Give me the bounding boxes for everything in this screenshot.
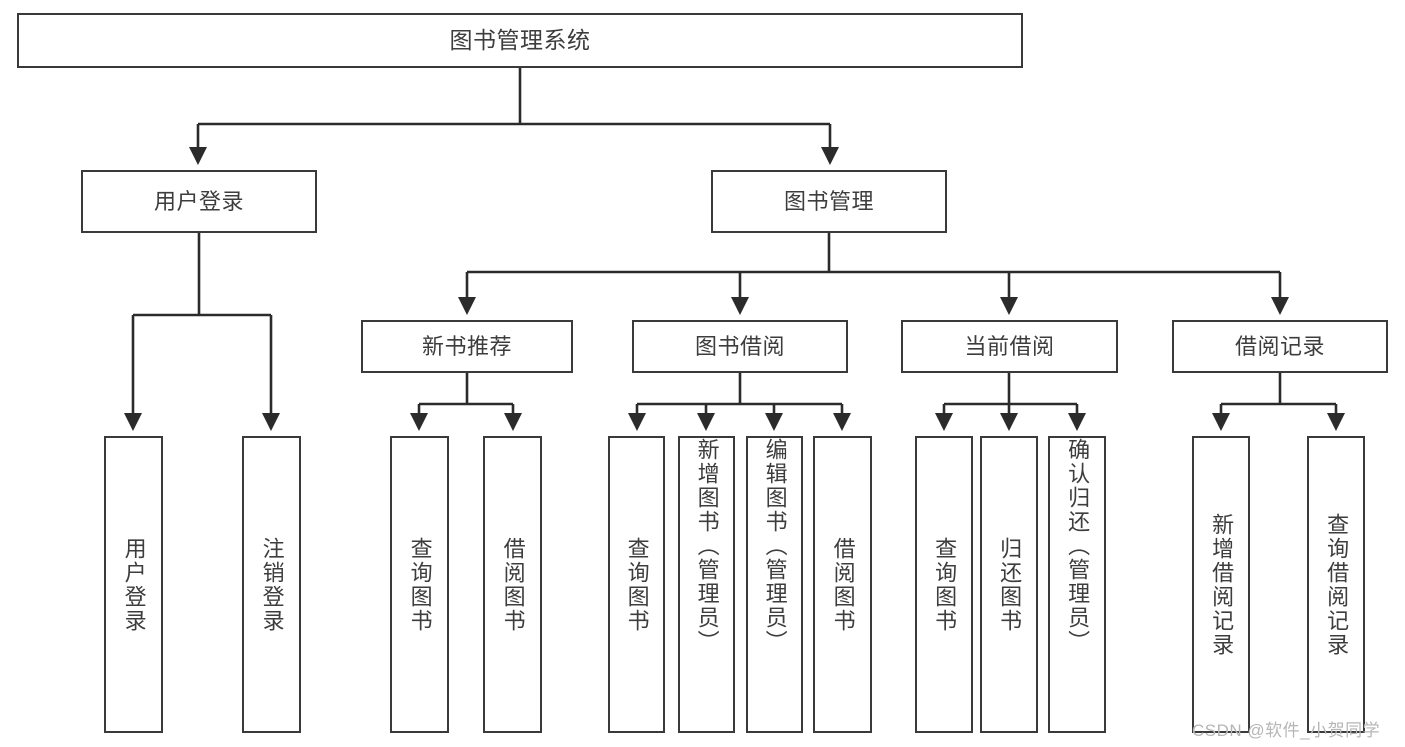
leaf-logout[interactable]: 注销登录 <box>242 436 301 733</box>
node-borrow-record[interactable]: 借阅记录 <box>1172 320 1388 373</box>
node-label: 查询图书 <box>932 536 958 633</box>
node-label: 借阅图书 <box>500 536 526 633</box>
node-label: 图书管理系统 <box>449 26 591 53</box>
leaf-user-login[interactable]: 用户登录 <box>104 436 163 733</box>
leaf-add-borrow-record[interactable]: 新增借阅记录 <box>1192 436 1250 733</box>
node-label: 借阅记录 <box>1234 333 1325 359</box>
node-label: 归还图书 <box>997 536 1023 633</box>
node-label: 图书借阅 <box>694 333 785 359</box>
leaf-borrow-book[interactable]: 借阅图书 <box>813 436 872 733</box>
leaf-add-book-admin[interactable]: 新增图书（管理员） <box>678 436 735 733</box>
node-label: 当前借阅 <box>964 333 1055 359</box>
node-book-borrow[interactable]: 图书借阅 <box>632 320 848 373</box>
node-label: 借阅图书 <box>830 536 856 633</box>
node-label: 新增借阅记录 <box>1209 512 1235 657</box>
node-label: 确认归还（管理员） <box>1065 438 1091 654</box>
node-label: 注销登录 <box>259 536 285 633</box>
node-label: 查询图书 <box>624 536 650 633</box>
node-user-login[interactable]: 用户登录 <box>81 170 317 233</box>
node-current-borrow[interactable]: 当前借阅 <box>901 320 1118 373</box>
node-new-book-recommend[interactable]: 新书推荐 <box>361 320 573 373</box>
node-label: 查询借阅记录 <box>1324 512 1350 657</box>
node-root-book-management-system[interactable]: 图书管理系统 <box>17 13 1023 68</box>
node-label: 用户登录 <box>153 188 244 214</box>
node-book-management[interactable]: 图书管理 <box>711 170 947 233</box>
leaf-return-book[interactable]: 归还图书 <box>980 436 1038 733</box>
leaf-borrow-book-recommend[interactable]: 借阅图书 <box>483 436 542 733</box>
leaf-query-book-recommend[interactable]: 查询图书 <box>390 436 449 733</box>
leaf-edit-book-admin[interactable]: 编辑图书（管理员） <box>746 436 803 733</box>
leaf-confirm-return-admin[interactable]: 确认归还（管理员） <box>1048 436 1106 733</box>
node-label: 新增图书（管理员） <box>694 438 720 654</box>
leaf-query-borrow-record[interactable]: 查询借阅记录 <box>1307 436 1365 733</box>
node-label: 查询图书 <box>407 536 433 633</box>
leaf-query-book-borrow[interactable]: 查询图书 <box>608 436 665 733</box>
node-label: 用户登录 <box>121 536 147 633</box>
leaf-query-book-current[interactable]: 查询图书 <box>915 436 973 733</box>
node-label: 新书推荐 <box>421 333 512 359</box>
node-label: 图书管理 <box>783 188 874 214</box>
node-label: 编辑图书（管理员） <box>762 438 788 654</box>
